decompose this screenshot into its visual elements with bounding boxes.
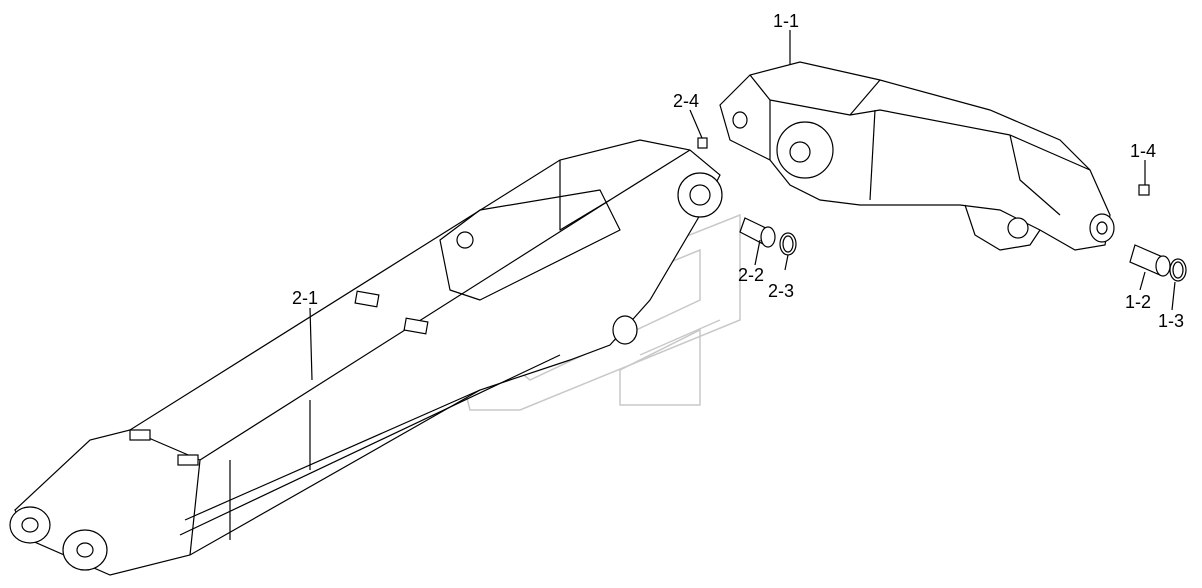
callout-2-2: 2-2	[738, 265, 765, 285]
callout-1-3: 1-3	[1158, 311, 1185, 331]
part-1-1-boom	[719, 61, 1115, 251]
part-2-2-bushing	[739, 217, 776, 248]
part-2-3-ring	[779, 232, 797, 256]
callout-1-4: 1-4	[1130, 141, 1157, 161]
callout-2-4: 2-4	[673, 91, 700, 111]
part-1-2-bushing	[1129, 244, 1171, 277]
callout-1-2: 1-2	[1125, 292, 1152, 312]
leader-lines	[309, 30, 1176, 381]
part-2-1-stick	[9, 139, 723, 576]
part-2-4-fitting	[697, 137, 708, 149]
part-1-3-ring	[1169, 258, 1187, 282]
callout-2-3: 2-3	[768, 281, 795, 301]
callout-2-1: 2-1	[292, 288, 319, 308]
callout-1-1: 1-1	[773, 11, 800, 31]
part-1-4-fitting	[1138, 184, 1150, 196]
